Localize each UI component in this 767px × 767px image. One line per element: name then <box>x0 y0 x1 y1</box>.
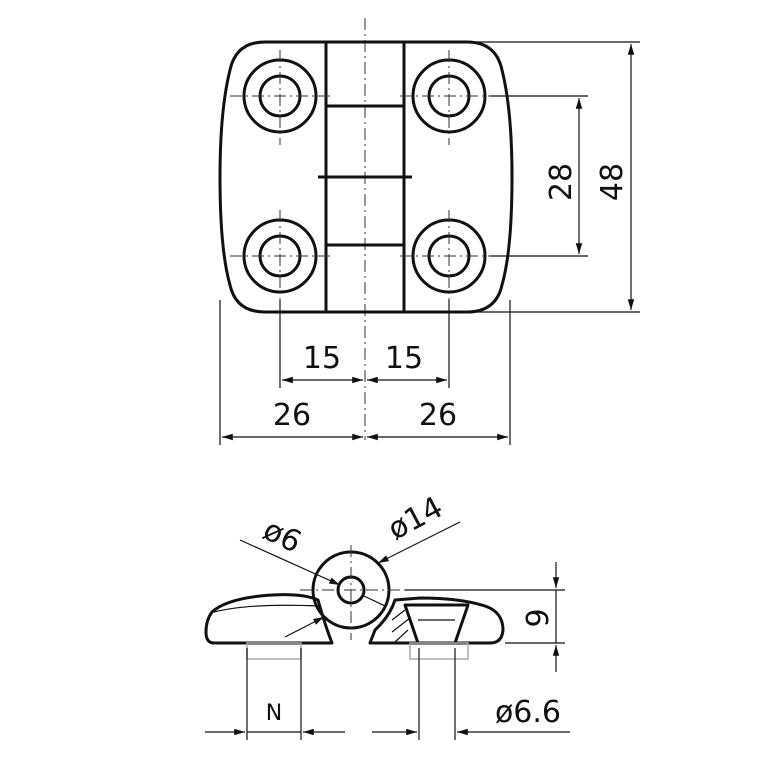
left-leaf-outline <box>204 593 334 645</box>
dim-label-dia-14: ø14 <box>382 490 448 547</box>
dim-label-9: 9 <box>521 608 556 627</box>
dim-label-15-right: 15 <box>385 341 423 376</box>
dim-label-n: N <box>266 701 282 726</box>
leader-dia-14-back <box>284 616 325 638</box>
hinge-plate-outline <box>218 40 514 314</box>
top-view: 28 48 15 15 26 26 <box>218 18 640 445</box>
dim-label-15-left: 15 <box>303 341 341 376</box>
right-leaf-outline <box>368 596 505 645</box>
countersunk-hole <box>403 603 470 645</box>
hole-bottom-left <box>230 210 330 305</box>
hole-top-left <box>230 50 330 145</box>
dim-label-28: 28 <box>544 163 579 201</box>
dim-label-26-left: 26 <box>273 398 311 433</box>
leader-dia-6 <box>239 539 341 586</box>
hole-bottom-right <box>400 210 500 305</box>
hole-top-right <box>400 50 500 145</box>
dim-label-48: 48 <box>595 163 630 201</box>
screw-right-gray <box>409 642 469 660</box>
dim-label-26-right: 26 <box>419 398 457 433</box>
side-view: ø6 ø14 9 N ø6.6 <box>204 490 570 740</box>
right-leaf-hatch <box>391 609 411 643</box>
screw-left-gray <box>246 642 302 660</box>
left-leaf-top-curve <box>213 604 319 613</box>
dim-label-dia-6-6: ø6.6 <box>495 695 561 730</box>
leader-dia-14 <box>377 521 461 564</box>
dim-label-dia-6: ø6 <box>258 513 307 561</box>
leader-dia-6-back <box>361 594 386 607</box>
